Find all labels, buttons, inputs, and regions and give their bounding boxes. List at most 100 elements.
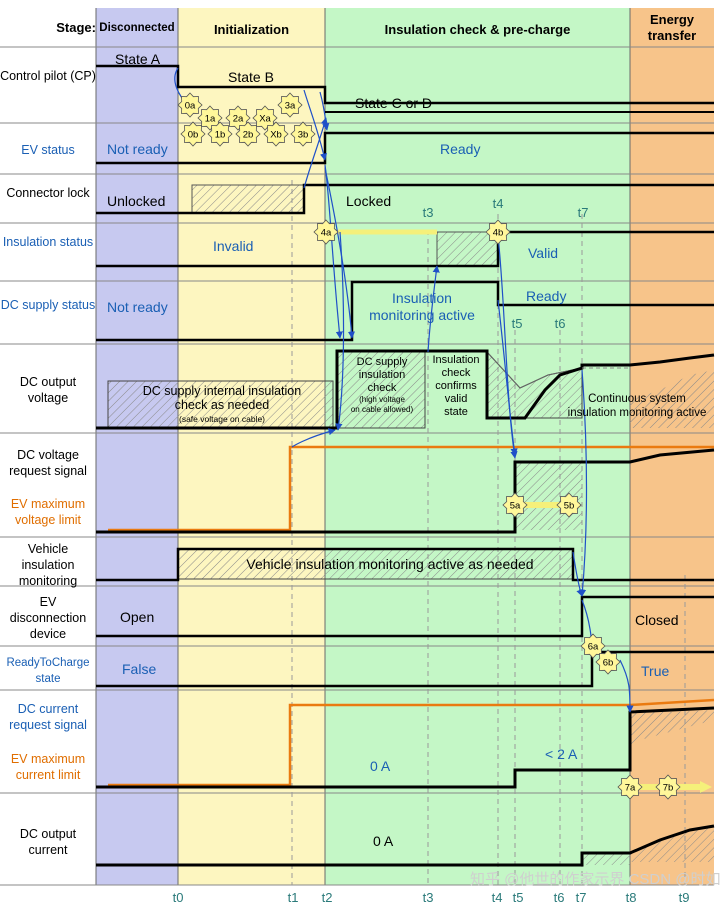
state-b-label: State B: [228, 69, 274, 85]
row-label-ev-max-voltage: EV maximum voltage limit: [10, 497, 86, 527]
svg-text:3b: 3b: [298, 130, 309, 141]
marker-6a: 6a: [580, 633, 606, 659]
insul-active-line-2: monitoring active: [369, 307, 475, 323]
time-marker-t6: t6: [555, 316, 566, 331]
closed-label: Closed: [635, 612, 679, 628]
time-marker-t7: t7: [578, 205, 589, 220]
confirm-line-2: check: [441, 367, 471, 379]
valid-label: Valid: [528, 245, 559, 261]
marker-4b: 4b: [485, 219, 511, 245]
phase-insulation-check: Insulation check & pre-charge: [384, 22, 571, 37]
zero-a-output-label: 0 A: [373, 833, 394, 849]
row-label-connector-lock: Connector lock: [6, 186, 90, 200]
internal-check-text: DC supply internal insulation check as n…: [112, 384, 332, 426]
insulation-confirm-text: Insulation check confirms valid state: [425, 354, 487, 419]
dcins-line-3: check: [367, 382, 397, 394]
dcins-line-5: on cable allowed): [350, 405, 414, 414]
time-label-t7: t7: [575, 890, 587, 905]
marker-3a: 3a: [277, 92, 303, 118]
row-label-ev-status: EV status: [21, 143, 75, 157]
dc-not-ready-label: Not ready: [107, 299, 168, 315]
row-label-dc-current-request: DC current request signal: [9, 702, 87, 732]
time-marker-t5: t5: [512, 316, 523, 331]
time-marker-t3: t3: [423, 205, 434, 220]
row-label-vehicle-insulation: Vehicle insulation monitoring: [18, 542, 78, 588]
row-label-dc-output-current: DC output current: [19, 827, 77, 857]
state-a-label: State A: [115, 51, 161, 67]
current-request-hatch: [630, 710, 714, 745]
ev-not-ready-label: Not ready: [107, 141, 168, 157]
time-label-t5: t5: [512, 890, 524, 905]
marker-0a: 0a: [177, 92, 203, 118]
svg-text:2b: 2b: [243, 130, 254, 141]
phase-disconnected-bg: [96, 8, 178, 885]
marker-7b: 7b: [655, 774, 681, 800]
insulation-check-hatch: [436, 231, 499, 267]
phase-disconnected: Disconnected: [99, 22, 175, 34]
state-cd-label: State C or D: [355, 95, 433, 111]
phase-initialization: Initialization: [213, 22, 290, 37]
time-label-t3: t3: [422, 890, 434, 905]
marker-3b: 3b: [290, 121, 316, 147]
continuous-line-2: insulation monitoring active: [567, 407, 707, 419]
row-label-ev-max-current: EV maximum current limit: [10, 752, 86, 782]
internal-line-3: (safe voltage on cable): [179, 414, 265, 424]
svg-text:Xa: Xa: [259, 114, 271, 125]
time-label-t0: t0: [172, 890, 184, 905]
marker-1b: 1b: [207, 121, 233, 147]
dc-ready-label: Ready: [526, 288, 567, 304]
ev-ready-label: Ready: [440, 141, 481, 157]
locked-label: Locked: [346, 193, 392, 209]
marker-5a: 5a: [502, 492, 528, 518]
marker-6b: 6b: [595, 649, 621, 675]
dcins-line-4: (high voltage: [359, 395, 405, 404]
row-label-dc-output-voltage: DC output voltage: [19, 375, 77, 405]
svg-text:6b: 6b: [603, 658, 614, 669]
dcins-line-2: insulation: [358, 369, 406, 381]
insul-active-line-1: Insulation: [392, 290, 452, 306]
false-label: False: [122, 661, 157, 677]
svg-text:0b: 0b: [188, 130, 199, 141]
dc-insulation-check-text: DC supply insulation check (high voltage…: [339, 356, 425, 415]
svg-text:1b: 1b: [215, 130, 226, 141]
energy-voltage-hatch: [630, 370, 714, 428]
svg-text:3a: 3a: [285, 101, 296, 112]
confirm-line-4: valid: [444, 393, 468, 405]
continuous-line-1: Continuous system: [588, 393, 686, 405]
marker-5b: 5b: [556, 492, 582, 518]
marker-4a: 4a: [313, 219, 339, 245]
lock-transition-hatch: [191, 184, 305, 214]
svg-text:7a: 7a: [625, 783, 636, 794]
continuous-monitoring-text: Continuous system insulation monitoring …: [560, 392, 714, 420]
internal-line-2: check as needed: [174, 398, 270, 412]
time-label-t4: t4: [491, 890, 503, 905]
time-label-t2: t2: [321, 890, 333, 905]
time-label-t9: t9: [678, 890, 690, 905]
watermark: 知乎 @他世的作家示界 CSDN @时如练鹰: [470, 871, 720, 888]
svg-text:6a: 6a: [588, 642, 599, 653]
svg-text:4b: 4b: [493, 228, 504, 239]
row-label-dc-supply-status: DC supply status: [0, 298, 96, 312]
phase-energy-transfer: Energy transfer: [647, 12, 697, 43]
svg-text:5a: 5a: [510, 501, 521, 512]
svg-text:1a: 1a: [205, 114, 216, 125]
confirm-line-5: state: [444, 406, 468, 418]
lt-2a-label: < 2 A: [545, 746, 578, 762]
time-label-t1: t1: [287, 890, 299, 905]
marker-7a: 7a: [617, 774, 643, 800]
marker-Xa: Xa: [252, 105, 278, 131]
zero-a-request-label: 0 A: [370, 758, 391, 774]
time-label-t8: t8: [625, 890, 637, 905]
true-label: True: [641, 663, 670, 679]
marker-Xb: Xb: [263, 121, 289, 147]
confirm-line-1: Insulation: [432, 354, 480, 366]
time-marker-t4: t4: [493, 196, 504, 211]
time-label-t6: t6: [553, 890, 565, 905]
vehicle-insulation-text: Vehicle insulation monitoring active as …: [246, 556, 534, 572]
row-label-dc-voltage-request: DC voltage request signal: [9, 448, 87, 478]
row-label-cp: Control pilot (CP): [0, 69, 96, 83]
vehicle-ins-hatch: [177, 548, 574, 580]
svg-text:0a: 0a: [185, 101, 196, 112]
